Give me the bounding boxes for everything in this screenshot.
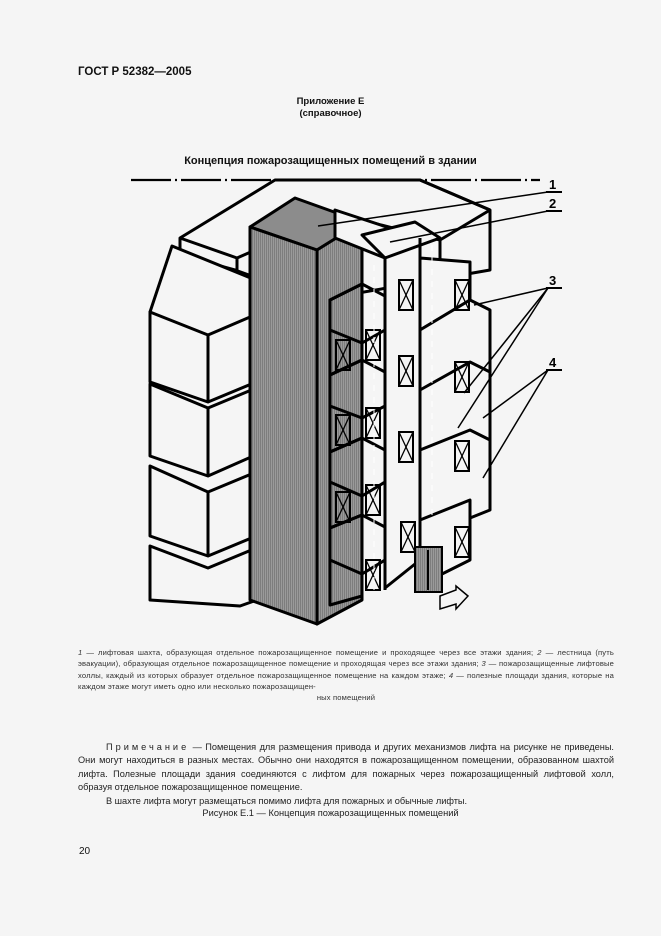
note-paragraph-2: В шахте лифта могут размещаться помимо л…	[106, 795, 468, 806]
callout-2: 2	[549, 196, 556, 211]
note-block: Примечание — Помещения для размещения пр…	[78, 741, 614, 808]
annex-title: Приложение Е	[296, 96, 365, 107]
document-standard-header: ГОСТ Р 52382—2005	[78, 66, 192, 78]
figure-caption: Рисунок Е.1 — Концепция пожарозащищенных…	[202, 808, 459, 818]
note-label: Примечание	[106, 742, 190, 752]
callout-1: 1	[549, 177, 556, 192]
callout-3: 3	[549, 273, 556, 288]
callout-4: 4	[549, 355, 557, 370]
page-number: 20	[79, 846, 91, 857]
note-paragraph-1: Примечание — Помещения для размещения пр…	[78, 742, 614, 793]
figure-title: Концепция пожарозащищенных помещений в з…	[184, 155, 477, 167]
annex-heading: Приложение Е (справочное)	[0, 96, 661, 120]
annex-subtitle: (справочное)	[299, 108, 362, 119]
figure-legend: 1 — лифтовая шахта, образующая отдельное…	[78, 648, 614, 703]
